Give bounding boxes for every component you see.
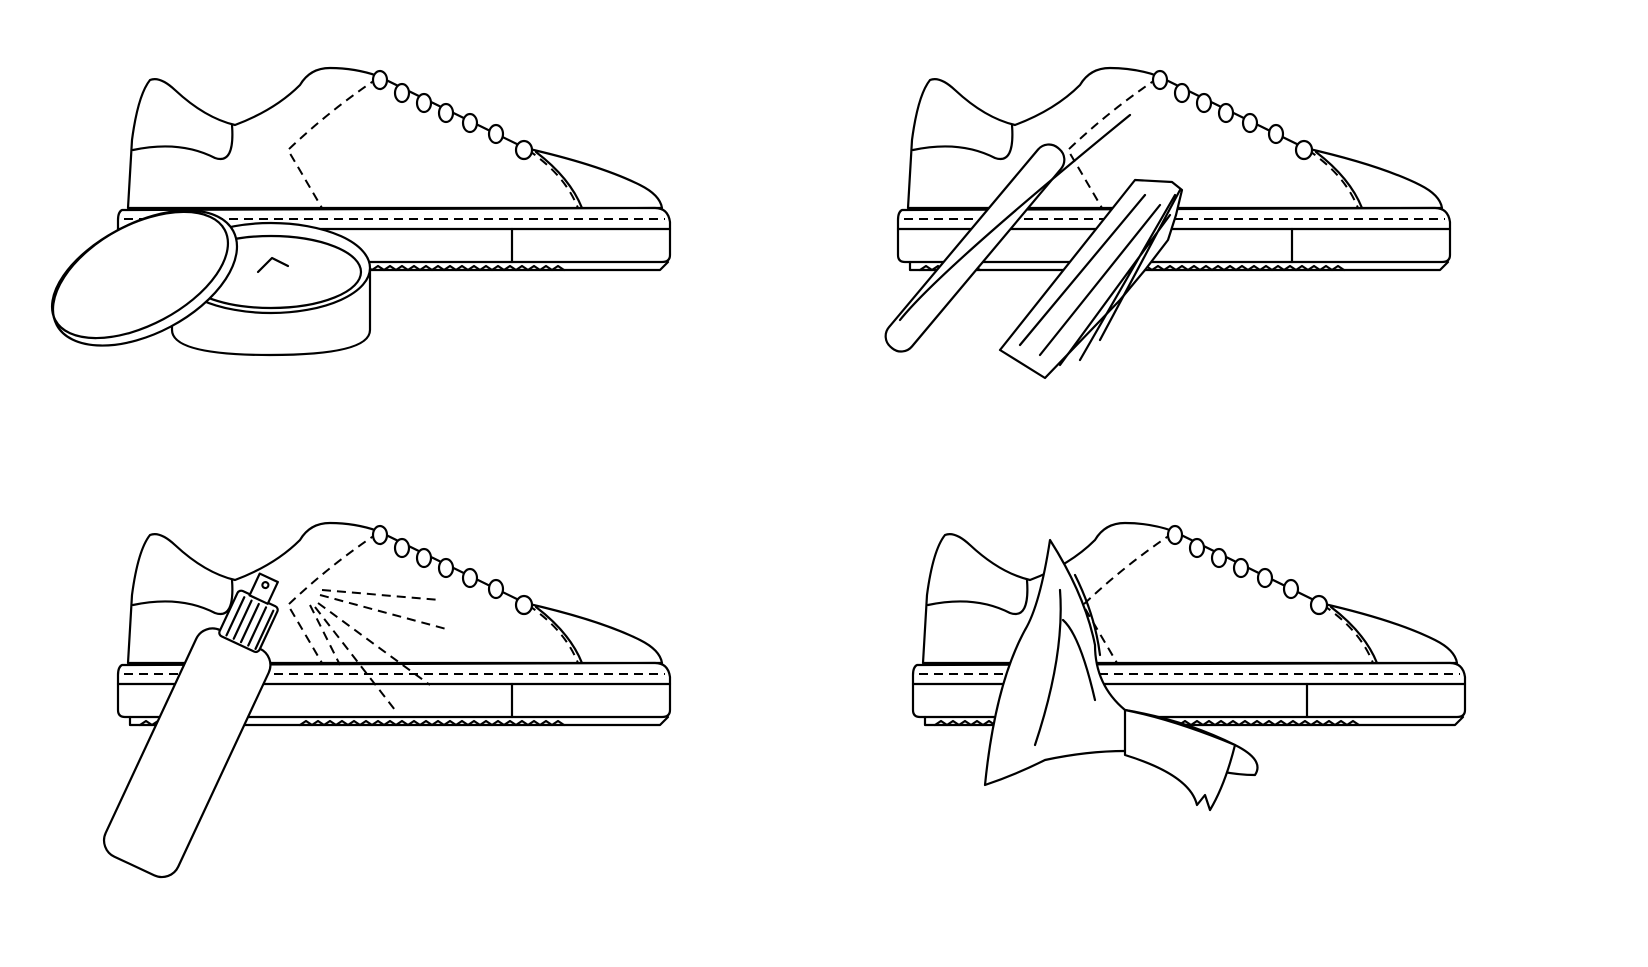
polish-tin-icon: [50, 209, 372, 357]
shoe-with-spray-bottle: [102, 521, 672, 879]
shoe-with-polish-tin: [50, 66, 672, 357]
spray-bottle-icon: [102, 572, 279, 879]
shoe-with-brush: [884, 66, 1452, 380]
cloth-icon: [983, 538, 1259, 812]
shoe-with-cloth: [911, 521, 1467, 812]
sneaker-icon: [911, 521, 1467, 727]
brush-icon: [884, 113, 1184, 380]
spray-lines: [309, 589, 451, 711]
